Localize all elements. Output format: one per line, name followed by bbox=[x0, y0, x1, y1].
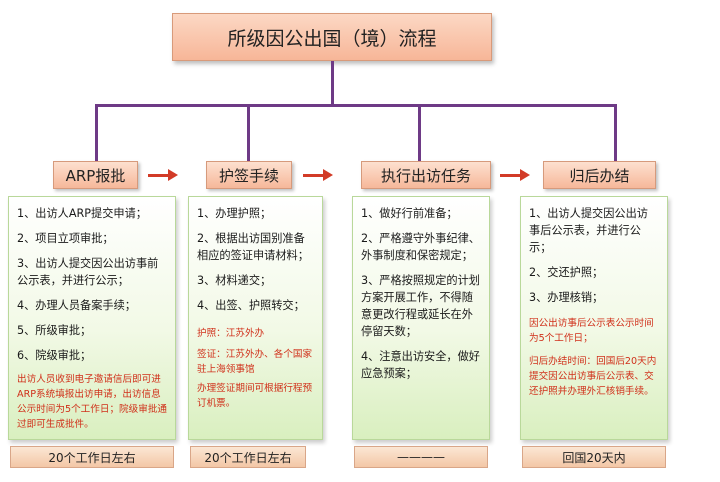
step-item: 6、院级审批； bbox=[17, 349, 92, 362]
stage-passport-visa: 护签手续 bbox=[206, 161, 292, 189]
arrow-2 bbox=[303, 169, 333, 181]
stage-2-details: 1、办理护照； 2、根据出访国别准备相应的签证申请材料； 3、材料递交； 4、出… bbox=[188, 196, 323, 440]
stage-4-duration: 回国20天内 bbox=[522, 446, 666, 468]
step-item: 3、出访人提交因公出访事前公示表，并进行公示； bbox=[17, 257, 159, 287]
step-item: 4、出签、护照转交； bbox=[197, 299, 305, 312]
stage-note: 因公出访事后公示表公示时间为5个工作日； bbox=[529, 318, 654, 344]
stage-execute-visit: 执行出访任务 bbox=[361, 161, 491, 189]
stage-return-closeout: 归后办结 bbox=[543, 161, 656, 189]
stage-note: 护照：江苏外办 bbox=[197, 328, 265, 339]
step-item: 2、根据出访国别准备相应的签证申请材料； bbox=[197, 232, 309, 262]
page-title: 所级因公出国（境）流程 bbox=[172, 13, 492, 61]
step-item: 5、所级审批； bbox=[17, 324, 92, 337]
stage-note: 办理签证期间可根据行程预订机票。 bbox=[197, 383, 313, 409]
connector-drop-4 bbox=[614, 104, 617, 161]
stage-4-details: 1、出访人提交因公出访事后公示表，并进行公示； 2、交还护照； 3、办理核销； … bbox=[520, 196, 668, 440]
step-item: 3、材料递交； bbox=[197, 274, 272, 287]
step-item: 2、交还护照； bbox=[529, 266, 604, 279]
step-item: 1、做好行前准备； bbox=[361, 207, 458, 220]
connector-trunk bbox=[331, 61, 334, 105]
stage-3-duration: ———— bbox=[354, 446, 488, 468]
step-item: 2、严格遵守外事纪律、外事制度和保密规定； bbox=[361, 232, 480, 262]
step-item: 1、出访人ARP提交申请； bbox=[17, 207, 147, 220]
stage-1-details: 1、出访人ARP提交申请； 2、项目立项审批； 3、出访人提交因公出访事前公示表… bbox=[8, 196, 176, 440]
step-item: 3、严格按照规定的计划方案开展工作，不得随意更改行程或延长在外停留天数； bbox=[361, 274, 480, 338]
step-item: 1、办理护照； bbox=[197, 207, 272, 220]
stage-note: 归后办结时间：回国后20天内提交因公出访事后公示表、交还护照并办理外汇核销手续。 bbox=[529, 356, 657, 397]
connector-drop-3 bbox=[418, 104, 421, 161]
step-item: 1、出访人提交因公出访事后公示表，并进行公示； bbox=[529, 207, 648, 254]
connector-drop-2 bbox=[247, 104, 250, 161]
stage-arp-approval: ARP报批 bbox=[53, 161, 138, 189]
step-item: 4、办理人员备案手续； bbox=[17, 299, 136, 312]
step-item: 2、项目立项审批； bbox=[17, 232, 114, 245]
stage-note: 签证：江苏外办、各个国家驻上海领事馆 bbox=[197, 349, 313, 375]
step-item: 3、办理核销； bbox=[529, 291, 604, 304]
stage-1-duration: 20个工作日左右 bbox=[10, 446, 174, 468]
connector-bus bbox=[95, 104, 617, 107]
connector-drop-1 bbox=[95, 104, 98, 161]
stage-2-duration: 20个工作日左右 bbox=[190, 446, 306, 468]
arrow-1 bbox=[148, 169, 178, 181]
stage-note: 出访人员收到电子邀请信后即可进ARP系统填报出访申请，出访信息公示时间为5个工作… bbox=[17, 374, 168, 430]
step-item: 4、注意出访安全，做好应急预案； bbox=[361, 350, 480, 380]
stage-3-details: 1、做好行前准备； 2、严格遵守外事纪律、外事制度和保密规定； 3、严格按照规定… bbox=[352, 196, 490, 440]
arrow-3 bbox=[500, 169, 530, 181]
